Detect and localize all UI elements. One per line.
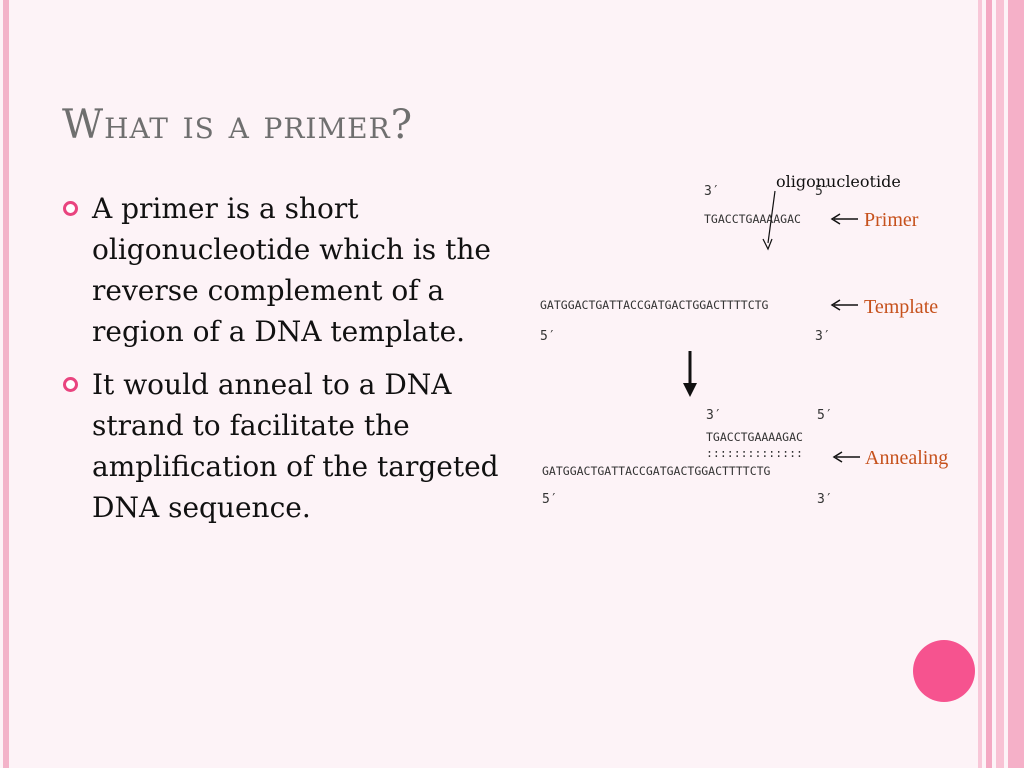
annealed-template-sequence: GATGGACTGATTACCGATGACTGGACTTTTCTG xyxy=(542,464,771,478)
left-border-stripe xyxy=(3,0,9,768)
template-arrow-head xyxy=(830,299,841,311)
primer-5-prime: 5′ xyxy=(815,184,831,199)
bullet-list: A primer is a short oligonucleotide whic… xyxy=(60,188,510,540)
annealed-primer-sequence: TGACCTGAAAAGAC xyxy=(706,430,803,444)
right-border-stripe xyxy=(986,0,992,768)
annealed-template-5-prime: 5′ xyxy=(542,492,558,507)
bullet-ring-icon xyxy=(63,201,78,216)
oligonucleotide-annotation: oligonucleotide xyxy=(776,172,901,191)
primer-label: Primer xyxy=(864,209,919,231)
template-3-prime: 3′ xyxy=(815,329,831,344)
annotation-pointer-head xyxy=(762,238,773,251)
annealing-label: Annealing xyxy=(865,447,948,469)
template-label: Template xyxy=(864,296,938,318)
bullet-text: A primer is a short oligonucleotide whic… xyxy=(92,192,491,348)
annealed-template-3-prime: 3′ xyxy=(817,492,833,507)
right-border-stripe xyxy=(978,0,982,768)
bullet-ring-icon xyxy=(63,377,78,392)
right-border-stripe xyxy=(1008,0,1024,768)
bullet-item: A primer is a short oligonucleotide whic… xyxy=(60,188,510,352)
annotation-pointer xyxy=(767,190,776,244)
base-pairing-marks: :::::::::::::: xyxy=(706,446,803,460)
primer-3-prime: 3′ xyxy=(704,184,720,199)
annealing-arrow-head xyxy=(832,451,843,463)
bullet-item: It would anneal to a DNA strand to facil… xyxy=(60,364,510,528)
template-5-prime: 5′ xyxy=(540,329,556,344)
process-arrow-head xyxy=(683,383,697,397)
annealed-primer-3-prime: 3′ xyxy=(706,408,722,423)
primer-diagram: oligonucleotide 3′ 5′ TGACCTGAAAAGAC Pri… xyxy=(540,172,948,507)
slide-title: What is a primer? xyxy=(62,102,414,148)
annealed-primer-5-prime: 5′ xyxy=(817,408,833,423)
right-border-stripe xyxy=(996,0,1004,768)
template-sequence: GATGGACTGATTACCGATGACTGGACTTTTCTG xyxy=(540,298,769,312)
primer-arrow-head xyxy=(830,213,841,225)
decorative-circle xyxy=(913,640,975,702)
primer-sequence: TGACCTGAAAAGAC xyxy=(704,212,801,226)
bullet-text: It would anneal to a DNA strand to facil… xyxy=(92,368,499,524)
